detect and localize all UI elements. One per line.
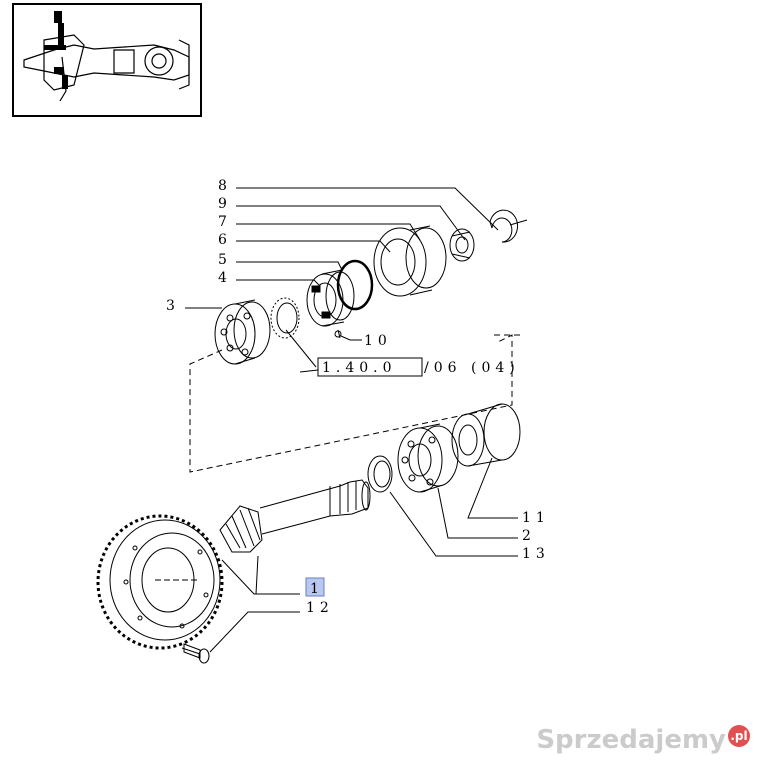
callout-5: 5: [218, 252, 232, 268]
watermark: Sprzedajemy.pl: [536, 725, 750, 755]
retaining-clip-8: [489, 209, 528, 243]
sleeve-11: [451, 403, 521, 467]
callout-6: 6: [218, 232, 232, 248]
callout-13: 13: [522, 546, 550, 562]
o-ring-5: [336, 259, 374, 311]
spacer-13: [367, 455, 393, 493]
callout-4: 4: [218, 270, 232, 286]
leader-lines-bottom: [209, 457, 518, 653]
watermark-badge: .pl: [728, 725, 750, 747]
bearing-7: [373, 225, 447, 297]
bolt-12: [181, 643, 210, 664]
callout-10: 10: [364, 333, 392, 349]
watermark-text: Sprzedajemy: [536, 725, 726, 755]
callout-8: 8: [218, 178, 232, 194]
taper-bearing-3: [214, 299, 271, 365]
leader-lines-top: [185, 187, 499, 368]
reference-suffix: /06 (04): [424, 360, 520, 376]
callout-7: 7: [218, 214, 232, 230]
callout-12: 12: [306, 600, 334, 616]
lock-nut-9: [449, 228, 475, 262]
callout-1: 1: [310, 581, 324, 597]
reference-code: 1.40.0: [322, 360, 397, 376]
crown-wheel-1: [96, 514, 224, 650]
bearing-2: [397, 423, 459, 493]
reference-box: [317, 357, 423, 377]
shim-ring: [270, 297, 300, 339]
axle-overview-icon: [23, 11, 190, 102]
callout-1-highlight: [305, 577, 325, 597]
bearing-cup-4: [306, 269, 355, 327]
thumbnail-assembly-overview: [12, 3, 202, 117]
callout-3: 3: [166, 298, 180, 314]
ball-10: [334, 330, 362, 341]
callout-9: 9: [218, 196, 232, 212]
assembly-bracket: [189, 334, 520, 473]
callout-11: 11: [522, 510, 550, 526]
callout-2: 2: [522, 528, 536, 544]
pinion-shaft: [259, 479, 371, 535]
pinion-gear: [219, 505, 263, 553]
